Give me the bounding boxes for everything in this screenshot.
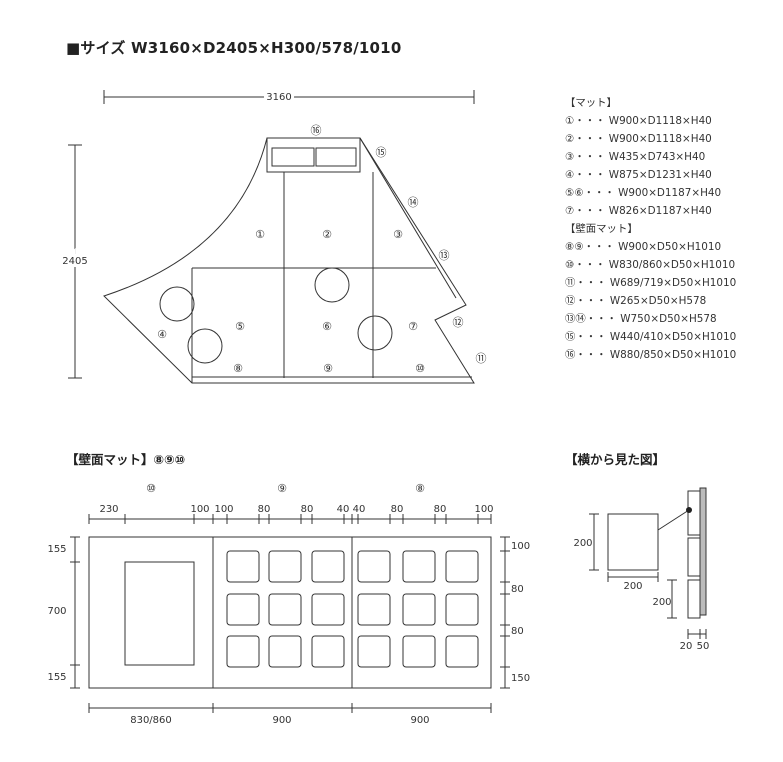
right-dim-label: 80 bbox=[511, 584, 524, 595]
mat-number-1: ① bbox=[255, 228, 265, 241]
wall-number-15: ⑮ bbox=[376, 146, 387, 159]
spec-item: ③・・・ W435×D743×H40 bbox=[565, 151, 706, 163]
mat-hole bbox=[357, 315, 393, 351]
mat-number-5: ⑤ bbox=[235, 320, 245, 333]
floor-outline bbox=[103, 137, 475, 384]
right-dim-label: 100 bbox=[511, 541, 530, 552]
side-view-pointer-dot bbox=[686, 507, 692, 513]
left-dim-label: 155 bbox=[47, 544, 66, 555]
spec-item: ⑮・・・ W440/410×D50×H1010 bbox=[565, 331, 737, 343]
side-dim-label: 50 bbox=[697, 641, 710, 652]
wall-number-13: ⑬ bbox=[439, 249, 450, 262]
mat-number-8: ⑧ bbox=[233, 362, 243, 375]
main-title: ■サイズ W3160×D2405×H300/578/1010 bbox=[66, 39, 402, 57]
mat-number-7: ⑦ bbox=[408, 320, 418, 333]
wall-mat-title: 【壁面マット】⑧⑨⑩ bbox=[66, 452, 186, 467]
side-dim-label: 20 bbox=[680, 641, 693, 652]
panel-label-8: ⑧ bbox=[415, 482, 425, 495]
spec-mat-header: 【マット】 bbox=[565, 97, 617, 109]
wall-pad bbox=[402, 550, 436, 583]
right-dim-label: 80 bbox=[511, 626, 524, 637]
top-dim-label: 80 bbox=[391, 504, 404, 515]
wall-number-16: ⑯ bbox=[311, 124, 322, 137]
spec-wall-header: 【壁面マット】 bbox=[565, 223, 638, 235]
panel-label-10: ⑩ bbox=[146, 482, 156, 495]
bottom-dim-label: 900 bbox=[272, 715, 291, 726]
spec-item: ④・・・ W875×D1231×H40 bbox=[565, 169, 712, 181]
top-dim-label: 230 bbox=[99, 504, 118, 515]
spec-item: ⑧⑨・・・ W900×D50×H1010 bbox=[565, 241, 722, 253]
top-dim-label: 100 bbox=[474, 504, 493, 515]
right-dim-label: 150 bbox=[511, 673, 530, 684]
panel-label-9: ⑨ bbox=[277, 482, 287, 495]
top-wall-panel bbox=[266, 137, 361, 173]
spec-item: ⑦・・・ W826×D1187×H40 bbox=[565, 205, 712, 217]
mat-hole bbox=[314, 267, 350, 303]
plan-width-label: 3160 bbox=[266, 92, 291, 103]
wall-mat-outline bbox=[88, 536, 492, 689]
wall-number-14: ⑭ bbox=[408, 196, 419, 209]
side-dim-label: 200 bbox=[623, 581, 642, 592]
mat-number-3: ③ bbox=[393, 228, 403, 241]
spec-item: ①・・・ W900×D1118×H40 bbox=[565, 115, 712, 127]
wall-pad bbox=[311, 593, 345, 626]
wall-number-12: ⑫ bbox=[453, 316, 464, 329]
side-view bbox=[589, 487, 707, 639]
wall-number-11: ⑪ bbox=[476, 352, 487, 365]
mirror-window bbox=[124, 561, 195, 666]
wall-pad bbox=[445, 593, 479, 626]
spec-item: ⑯・・・ W880/850×D50×H1010 bbox=[565, 349, 737, 361]
wall-pad bbox=[357, 550, 391, 583]
spec-item: ⑬⑭・・・ W750×D50×H578 bbox=[565, 313, 717, 325]
side-view-title: 【横から見た図】 bbox=[565, 452, 666, 467]
top-dim-label: 40 bbox=[353, 504, 366, 515]
top-dim-label: 40 bbox=[337, 504, 350, 515]
left-dim-label: 700 bbox=[47, 606, 66, 617]
top-dim-label: 80 bbox=[258, 504, 271, 515]
bottom-dim-label: 830/860 bbox=[130, 715, 172, 726]
mat-hole bbox=[159, 286, 195, 322]
top-dim-label: 100 bbox=[190, 504, 209, 515]
wall-pad bbox=[226, 635, 260, 668]
spec-item: ⑫・・・ W265×D50×H578 bbox=[565, 295, 707, 307]
bottom-dim-label: 900 bbox=[410, 715, 429, 726]
wall-pad bbox=[402, 593, 436, 626]
spec-list: 【マット】 ①・・・ W900×D1118×H40 ②・・・ W900×D111… bbox=[565, 94, 736, 364]
spec-item: ⑪・・・ W689/719×D50×H1010 bbox=[565, 277, 737, 289]
wall-pad bbox=[357, 635, 391, 668]
wall-pad bbox=[226, 550, 260, 583]
floor-plan bbox=[68, 90, 475, 384]
spec-item: ⑤⑥・・・ W900×D1187×H40 bbox=[565, 187, 722, 199]
wall-pad bbox=[226, 593, 260, 626]
top-dim-label: 80 bbox=[301, 504, 314, 515]
mat-number-10: ⑩ bbox=[415, 362, 425, 375]
mat-number-2: ② bbox=[322, 228, 332, 241]
spec-item: ②・・・ W900×D1118×H40 bbox=[565, 133, 712, 145]
top-dim-label: 80 bbox=[434, 504, 447, 515]
plan-depth-label: 2405 bbox=[62, 256, 87, 267]
side-dim-label: 200 bbox=[652, 597, 671, 608]
dimension-ticks bbox=[88, 514, 510, 689]
wall-pad bbox=[268, 593, 302, 626]
side-dim-label: 200 bbox=[573, 538, 592, 549]
top-dim-label: 100 bbox=[214, 504, 233, 515]
mat-number-6: ⑥ bbox=[322, 320, 332, 333]
wall-pad bbox=[268, 635, 302, 668]
wall-pad bbox=[268, 550, 302, 583]
wall-pad bbox=[445, 635, 479, 668]
mat-number-9: ⑨ bbox=[323, 362, 333, 375]
wall-pad bbox=[311, 635, 345, 668]
spec-item: ⑩・・・ W830/860×D50×H1010 bbox=[565, 259, 736, 271]
mat-number-4: ④ bbox=[157, 328, 167, 341]
wall-mat-pads bbox=[226, 550, 479, 668]
wall-pad bbox=[357, 593, 391, 626]
wall-pad bbox=[311, 550, 345, 583]
left-dim-label: 155 bbox=[47, 672, 66, 683]
wall-pad bbox=[445, 550, 479, 583]
wall-pad bbox=[402, 635, 436, 668]
mat-hole bbox=[187, 328, 223, 364]
wall-mat-elevation bbox=[70, 518, 506, 713]
